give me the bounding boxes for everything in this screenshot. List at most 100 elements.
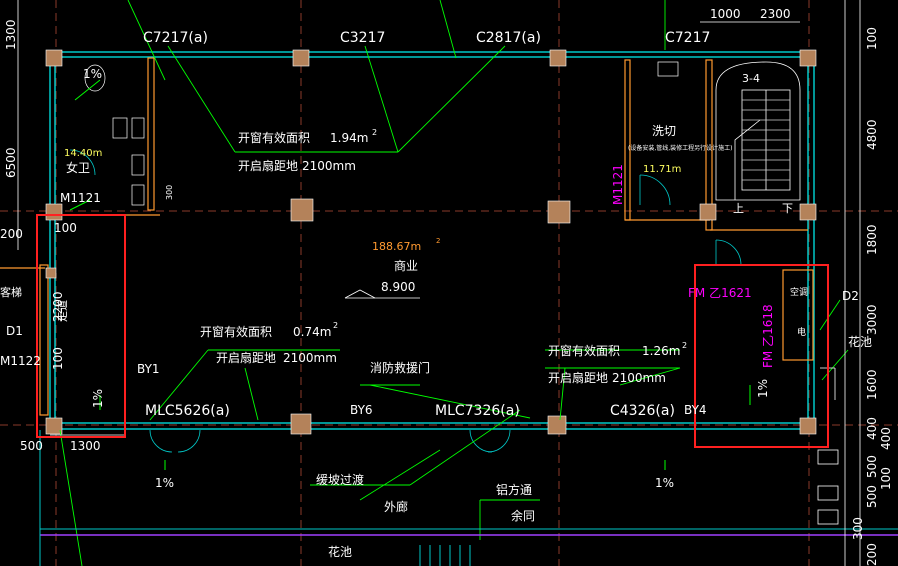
svg-text:1.94m: 1.94m xyxy=(330,131,368,145)
svg-text:下: 下 xyxy=(782,202,793,215)
window-label: C7217(a) xyxy=(143,30,208,46)
window-label: C7217 xyxy=(665,30,710,46)
columns xyxy=(45,49,817,435)
svg-text:300: 300 xyxy=(851,517,865,540)
column xyxy=(799,49,817,67)
column xyxy=(290,198,314,222)
column xyxy=(547,415,567,435)
svg-text:500: 500 xyxy=(865,455,879,478)
svg-text:D1: D1 xyxy=(6,324,23,338)
column xyxy=(799,203,817,221)
svg-text:2100mm: 2100mm xyxy=(612,371,666,385)
svg-text:2: 2 xyxy=(333,321,338,330)
window-label: C3217 xyxy=(340,30,385,46)
room-elevation: 8.900 xyxy=(381,280,415,294)
svg-text:300: 300 xyxy=(165,185,174,200)
svg-text:上: 上 xyxy=(733,202,744,215)
svg-text:1000: 1000 xyxy=(710,7,741,21)
svg-text:2: 2 xyxy=(682,341,687,350)
svg-text:2100mm: 2100mm xyxy=(283,351,337,365)
elevation-marker xyxy=(344,289,420,299)
svg-text:开窗有效面积: 开窗有效面积 xyxy=(200,324,272,339)
svg-text:FM 乙1618: FM 乙1618 xyxy=(761,304,775,368)
column xyxy=(45,49,63,67)
highlight-box-right xyxy=(694,264,829,448)
highlight-boxes xyxy=(36,214,829,448)
svg-text:1%: 1% xyxy=(155,476,174,490)
svg-text:1800: 1800 xyxy=(865,224,879,255)
svg-text:2: 2 xyxy=(372,128,377,137)
column xyxy=(549,49,567,67)
svg-text:2100mm: 2100mm xyxy=(302,159,356,173)
door-labels: M1121 M1121 M1122 FM 乙1621 FM 乙1618 D1 D… xyxy=(0,164,859,417)
window-labels: C7217(a) C3217 C2817(a) C7217 MLC5626(a)… xyxy=(143,30,710,419)
svg-text:M1121: M1121 xyxy=(60,191,101,205)
slope-arrows xyxy=(69,79,751,470)
svg-text:0.74m: 0.74m xyxy=(293,325,331,339)
svg-text:1600: 1600 xyxy=(865,369,879,400)
svg-text:洗切: 洗切 xyxy=(652,124,676,138)
svg-text:开窗有效面积: 开窗有效面积 xyxy=(548,343,620,358)
svg-text:500: 500 xyxy=(20,439,43,453)
svg-text:14.40m: 14.40m xyxy=(64,148,102,159)
svg-text:200: 200 xyxy=(865,543,879,566)
highlight-box-left xyxy=(36,214,126,438)
svg-text:11.71m: 11.71m xyxy=(643,164,681,175)
svg-text:开启扇距地: 开启扇距地 xyxy=(216,350,276,365)
svg-text:余同: 余同 xyxy=(511,508,535,523)
room-labels: 188.67m 2 商业 8.900 14.40m 女卫 洗切 (设备安装,管线… xyxy=(0,72,872,559)
svg-text:D2: D2 xyxy=(842,289,859,303)
room-name: 商业 xyxy=(394,258,418,273)
svg-text:500: 500 xyxy=(865,485,879,508)
svg-text:3-4: 3-4 xyxy=(742,72,760,85)
svg-text:BY1: BY1 xyxy=(137,362,160,376)
leader-lines xyxy=(59,0,849,566)
column xyxy=(799,417,817,435)
svg-text:M1121: M1121 xyxy=(611,164,625,205)
right-steps xyxy=(817,367,839,525)
dimension-lines xyxy=(17,0,861,566)
dimension-text: 1000 2300 1300 6500 200 2200 100 100 130… xyxy=(0,7,893,566)
svg-text:开启扇距地: 开启扇距地 xyxy=(548,370,608,385)
svg-text:消防救援门: 消防救援门 xyxy=(370,360,430,375)
svg-text:400: 400 xyxy=(879,427,893,450)
room-area: 188.67m xyxy=(372,240,421,253)
svg-text:3000: 3000 xyxy=(865,304,879,335)
svg-text:(设备安装,管线,装修工程另行设计施工): (设备安装,管线,装修工程另行设计施工) xyxy=(628,144,733,152)
svg-text:2: 2 xyxy=(436,237,440,245)
svg-text:开窗有效面积: 开窗有效面积 xyxy=(238,130,310,145)
window-label: C4326(a) xyxy=(610,403,675,419)
svg-text:400: 400 xyxy=(865,417,879,440)
door-swings xyxy=(69,149,742,453)
walls xyxy=(49,51,816,430)
svg-text:BY6: BY6 xyxy=(350,403,373,417)
svg-text:1%: 1% xyxy=(83,67,102,81)
notes: 开窗有效面积 1.94m 2 开启扇距地 2100mm 开窗有效面积 0.74m… xyxy=(200,128,687,385)
svg-text:FM 乙1621: FM 乙1621 xyxy=(688,286,752,300)
window-label: MLC7326(a) xyxy=(435,403,520,419)
site-lines xyxy=(39,430,898,566)
svg-text:1300: 1300 xyxy=(4,19,18,50)
svg-text:女卫: 女卫 xyxy=(66,160,90,175)
column xyxy=(45,203,63,221)
svg-text:1.26m: 1.26m xyxy=(642,344,680,358)
column xyxy=(699,203,717,221)
svg-text:M1122: M1122 xyxy=(0,354,41,368)
svg-text:100: 100 xyxy=(54,221,77,235)
svg-text:1%: 1% xyxy=(655,476,674,490)
column xyxy=(45,267,57,279)
svg-text:走道: 走道 xyxy=(55,300,69,322)
svg-text:开启扇距地: 开启扇距地 xyxy=(238,158,298,173)
svg-text:200: 200 xyxy=(0,227,23,241)
svg-text:1%: 1% xyxy=(91,389,105,408)
svg-text:1%: 1% xyxy=(756,379,770,398)
svg-text:电: 电 xyxy=(797,326,806,338)
svg-text:花池: 花池 xyxy=(328,544,352,559)
svg-text:1300: 1300 xyxy=(70,439,101,453)
svg-text:客梯: 客梯 xyxy=(0,285,22,299)
window-label: MLC5626(a) xyxy=(145,403,230,419)
svg-text:铝方通: 铝方通 xyxy=(496,482,532,497)
svg-text:外廊: 外廊 xyxy=(384,499,408,514)
